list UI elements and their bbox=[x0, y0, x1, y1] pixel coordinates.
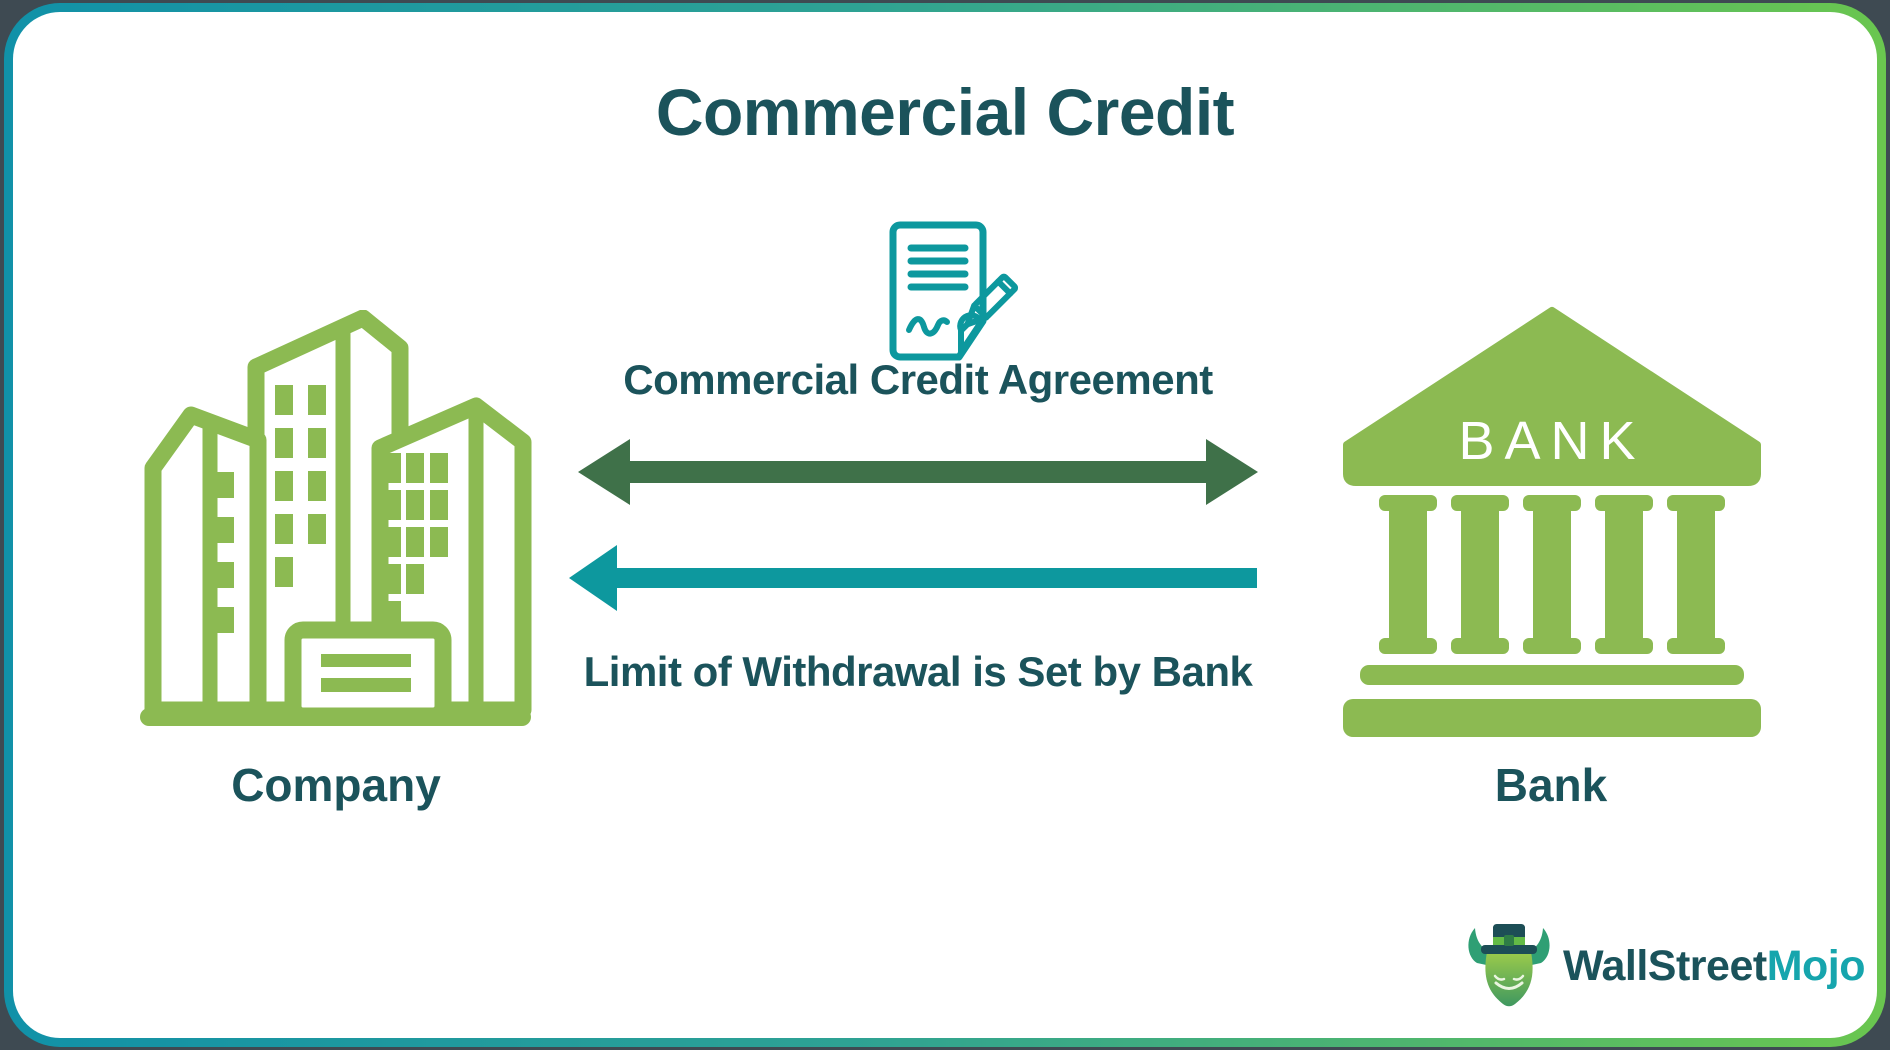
agreement-label: Commercial Credit Agreement bbox=[623, 356, 1213, 403]
agreement-document-icon bbox=[889, 221, 1019, 361]
wallstreetmojo-logo: WallStreetMojo bbox=[1465, 920, 1866, 1012]
bank-building-icon bbox=[1343, 307, 1761, 737]
withdrawal-arrow bbox=[569, 545, 1257, 611]
diagram-card: Commercial Credit Commercial Credit Agre bbox=[4, 3, 1886, 1047]
bank-sign-text: BANK bbox=[1458, 411, 1646, 471]
bull-icon bbox=[1468, 923, 1550, 1007]
limit-label: Limit of Withdrawal is Set by Bank bbox=[583, 648, 1253, 695]
page-title: Commercial Credit bbox=[655, 75, 1235, 149]
logo-wordmark: WallStreetMojo bbox=[1563, 941, 1866, 991]
company-building-icon bbox=[140, 310, 532, 726]
logo-wallstreet-text: WallStreet bbox=[1563, 941, 1767, 990]
bank-label: Bank bbox=[1494, 759, 1608, 811]
double-headed-arrow bbox=[578, 439, 1258, 505]
company-label: Company bbox=[231, 759, 441, 811]
logo-mojo-text: Mojo bbox=[1766, 941, 1866, 990]
